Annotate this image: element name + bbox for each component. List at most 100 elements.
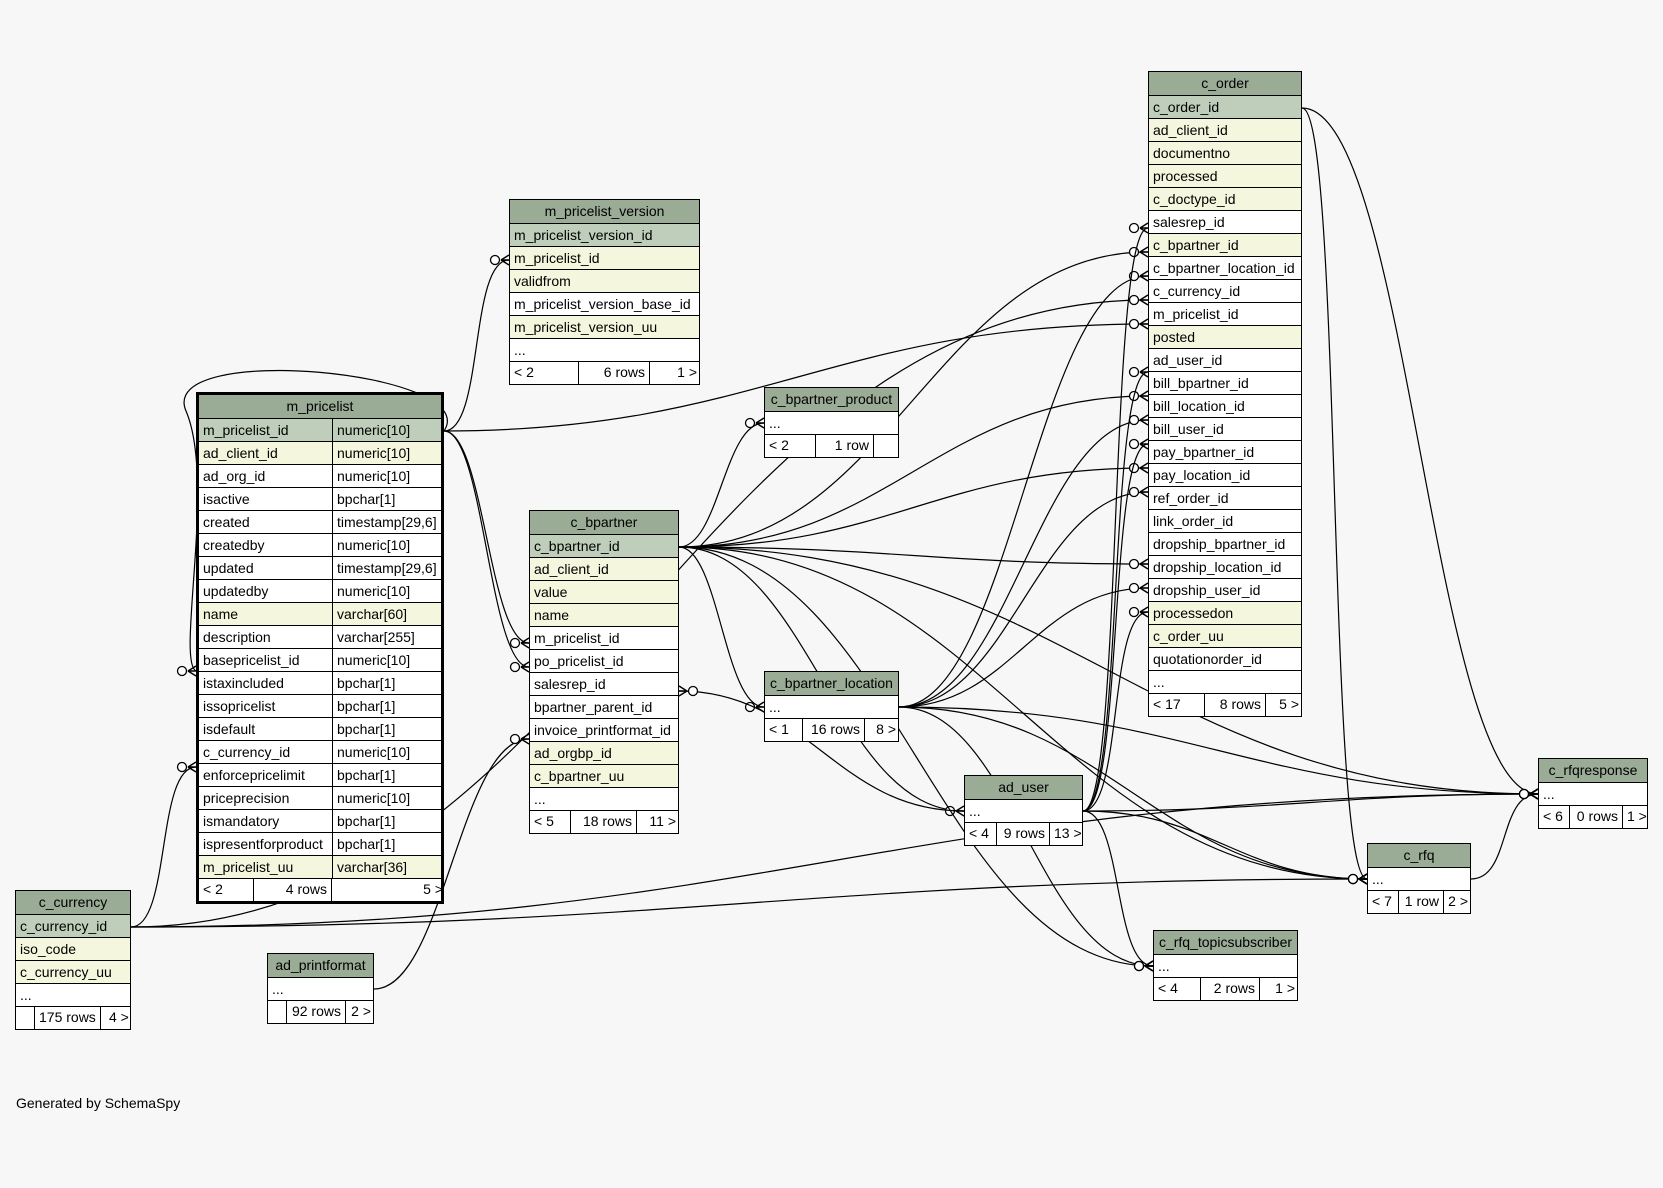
table-title[interactable]: ad_user [965,776,1082,800]
parents-count[interactable]: < 5 [534,813,554,829]
column-row[interactable]: dropship_location_id [1149,556,1301,579]
column-row[interactable]: c_order_uu [1149,625,1301,648]
children-count[interactable]: 11 > [636,811,680,833]
column-row[interactable]: m_pricelist_version_id [510,224,699,247]
column-row[interactable]: ad_client_id [1149,119,1301,142]
column-row[interactable]: c_currency_id [1149,280,1301,303]
column-row[interactable]: c_bpartner_location_id [1149,257,1301,280]
parents-count[interactable]: < 6 [1543,808,1563,824]
children-count[interactable]: 2 > [345,1001,375,1023]
column-row[interactable]: m_pricelist_id [530,627,678,650]
column-row[interactable]: documentno [1149,142,1301,165]
parents-count[interactable]: < 2 [514,364,534,380]
column-row[interactable]: bill_user_id [1149,418,1301,441]
column-row[interactable]: dropship_user_id [1149,579,1301,602]
column-row[interactable]: po_pricelist_id [530,650,678,673]
table-title[interactable]: c_order [1149,72,1301,96]
column-row[interactable]: link_order_id [1149,510,1301,533]
column-row[interactable]: bill_location_id [1149,395,1301,418]
column-row[interactable]: iso_code [16,938,130,961]
column-row[interactable]: m_pricelist_version_base_id [510,293,699,316]
column-row[interactable]: c_doctype_id [1149,188,1301,211]
children-count[interactable]: 1 > [649,362,701,384]
column-row[interactable]: c_order_id [1149,96,1301,119]
table-title[interactable]: m_pricelist_version [510,200,699,224]
table-title[interactable]: c_bpartner [530,511,678,535]
table-title[interactable]: ad_printformat [268,954,373,978]
children-count[interactable] [873,435,900,457]
children-count[interactable]: 2 > [1443,891,1472,913]
children-count[interactable]: 4 > [99,1007,133,1029]
column-row[interactable]: ad_orgbp_id [530,742,678,765]
column-row[interactable]: processedon [1149,602,1301,625]
column-row[interactable]: validfrom [510,270,699,293]
column-row[interactable]: ... [1154,955,1297,978]
column-row[interactable]: ... [510,339,699,362]
column-row[interactable]: salesrep_id [1149,211,1301,234]
table-title[interactable]: c_rfq_topicsubscriber [1154,931,1297,955]
column-row[interactable]: ... [965,800,1082,823]
children-count[interactable]: 13 > [1049,823,1086,845]
parents-count[interactable]: < 4 [1158,980,1178,996]
column-row[interactable]: c_currency_uu [16,961,130,984]
column-row[interactable]: ... [1368,868,1470,891]
column-row[interactable]: pay_bpartner_id [1149,441,1301,464]
table-title[interactable]: c_currency [16,891,130,915]
column-row[interactable]: pay_location_id [1149,464,1301,487]
column-row[interactable]: salesrep_id [530,673,678,696]
column-row[interactable]: ref_order_id [1149,487,1301,510]
parents-count[interactable]: < 2 [769,437,789,453]
column-row[interactable]: bpartner_parent_id [530,696,678,719]
children-count[interactable]: 1 > [1622,806,1651,828]
column-row[interactable]: ... [1539,783,1647,806]
column-row[interactable]: bill_bpartner_id [1149,372,1301,395]
children-count[interactable]: 5 > [331,879,447,901]
column-row[interactable]: m_pricelist_version_uu [510,316,699,339]
column-row[interactable]: ... [1149,671,1301,694]
column-row[interactable]: value [530,581,678,604]
children-count[interactable]: 8 > [864,719,900,741]
column-row[interactable]: c_currency_id [16,915,130,938]
parents-count[interactable] [268,1001,286,1023]
table-title[interactable]: c_bpartner_location [765,672,898,696]
parents-count[interactable]: < 1 [769,721,789,737]
column-row[interactable]: dropship_bpartner_id [1149,533,1301,556]
table-title[interactable]: m_pricelist [199,395,441,419]
column-row[interactable]: c_bpartner_uu [530,765,678,788]
table-title[interactable]: c_rfq [1368,844,1470,868]
column-row[interactable]: posted [1149,326,1301,349]
column-row[interactable]: processed [1149,165,1301,188]
column-row[interactable]: m_pricelist_id [510,247,699,270]
parents-count[interactable]: < 7 [1372,893,1392,909]
column-row[interactable]: name [530,604,678,627]
column-row[interactable]: ... [268,978,373,1001]
column-row[interactable]: ... [765,412,898,435]
children-count[interactable]: 5 > [1265,694,1303,716]
column-row[interactable]: m_pricelist_id [1149,303,1301,326]
column-row[interactable]: c_bpartner_id [530,535,678,558]
parents-count[interactable]: < 2 [203,881,223,897]
children-count[interactable]: 1 > [1259,978,1299,1000]
